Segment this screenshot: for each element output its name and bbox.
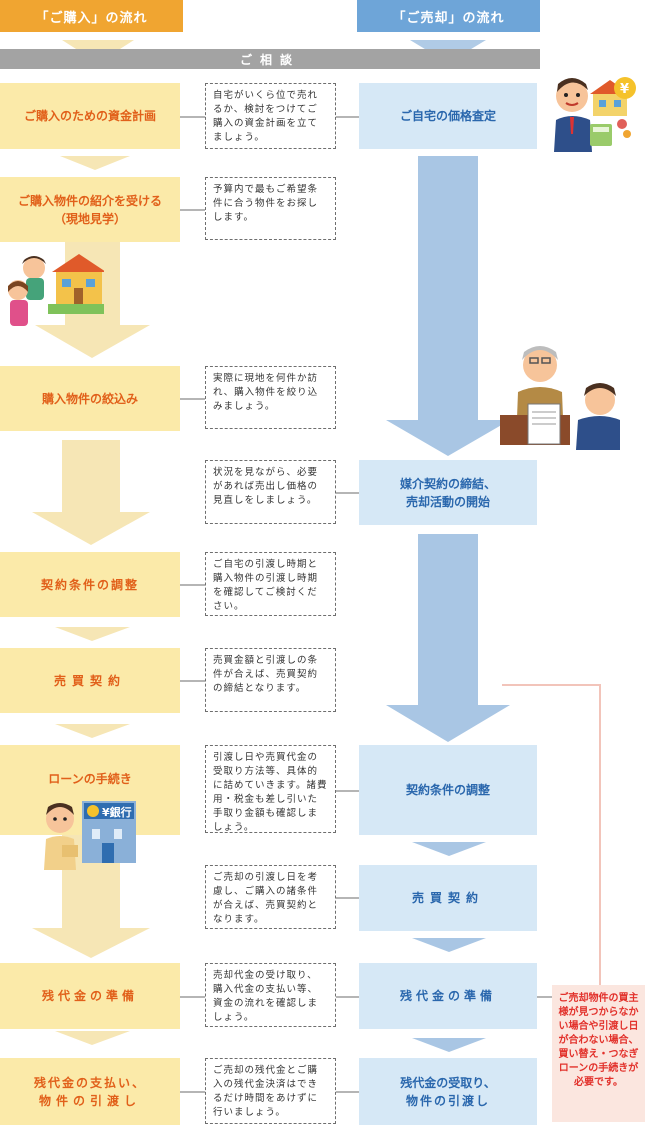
- buy-step-label: 残代金の準備: [41, 989, 138, 1003]
- sell-step-label: 残代金の準備: [399, 989, 496, 1003]
- connector: [336, 1091, 359, 1093]
- buy-arrow-1: [60, 156, 130, 170]
- connector: [336, 116, 359, 118]
- sell-step-sub: 物件の引渡し: [405, 1093, 490, 1108]
- note-funding-plan: 自宅がいくら位で売れるか、検討をつけてご購入の資金計画を立てましょう。: [205, 83, 336, 149]
- note-property-search: 予算内で最もご希望条件に合う物件をお探しします。: [205, 177, 336, 240]
- side-note-connector: [502, 684, 601, 985]
- buy-arrow-7: [55, 1031, 130, 1045]
- sell-arrow-1: [386, 156, 510, 456]
- note-contract: 売買金額と引渡しの条件が合えば、売買契約の締結となります。: [205, 648, 336, 712]
- buy-flow-header: 「ご購入」の流れ: [0, 0, 183, 32]
- note-settlement: ご売却の残代金とご購入の残代金決済はできるだけ時間をあけずに行いましょう。: [205, 1058, 336, 1124]
- buy-step-label: ローンの手続き: [48, 772, 132, 786]
- sell-arrow-2: [386, 534, 510, 742]
- appraiser-illustration: ¥: [554, 77, 636, 152]
- buy-step-conditions: 契約条件の調整: [0, 552, 180, 617]
- sell-step-receipt-handover: 残代金の受取り、 物件の引渡し: [359, 1058, 537, 1125]
- buy-step-property-intro: ご購入物件の紹介を受ける （現地見学）: [0, 177, 180, 242]
- sell-flow-header: 「ご売却」の流れ: [357, 0, 540, 32]
- connector: [180, 398, 205, 400]
- buy-arrow-6: [32, 835, 150, 958]
- note-details: 引渡し日や売買代金の受取り方法等、具体的に詰めていきます。諸費用・税金も差し引い…: [205, 745, 336, 833]
- buy-step-funding-plan: ご購入のための資金計画: [0, 83, 180, 149]
- connector: [336, 492, 359, 494]
- buy-step-label: 残代金の支払い、: [33, 1075, 146, 1090]
- connector: [180, 996, 205, 998]
- buy-step-narrow-down: 購入物件の絞込み: [0, 366, 180, 431]
- bank-sign: ¥銀行: [102, 805, 132, 819]
- family-house-illustration: [8, 254, 104, 326]
- sell-step-sub: 売却活動の開始: [405, 494, 490, 509]
- sell-step-brokerage: 媒介契約の締結、 売却活動の開始: [359, 460, 537, 525]
- buy-step-balance-prep: 残代金の準備: [0, 963, 180, 1029]
- note-handover-timing: ご自宅の引渡し時期と購入物件の引渡し時期を確認してご検討ください。: [205, 552, 336, 616]
- buy-step-label: 購入物件の絞込み: [41, 391, 138, 406]
- buy-arrow-3: [32, 440, 150, 545]
- sell-step-label: 残代金の受取り、: [400, 1075, 496, 1090]
- buy-step-label: 売買契約: [53, 673, 126, 688]
- buy-step-sale-contract: 売買契約: [0, 648, 180, 713]
- connector: [180, 1091, 205, 1093]
- sell-step-conditions: 契約条件の調整: [359, 745, 537, 835]
- note-narrow-down: 実際に現地を何件か訪れ、購入物件を絞り込みましょう。: [205, 366, 336, 429]
- sell-step-label: ご自宅の価格査定: [399, 109, 496, 123]
- bank-visit-illustration: ¥銀行: [44, 801, 136, 870]
- buy-arrow-5: [55, 724, 130, 738]
- buy-step-sub: （現地見学）: [53, 211, 126, 226]
- side-note-bridge-loan: ご売却物件の買主様が見つからなかい場合や引渡し日が合わない場合、買い替え・つなぎ…: [552, 985, 645, 1122]
- sell-arrow-3: [412, 842, 486, 856]
- buy-step-label: ご購入物件の紹介を受ける: [17, 193, 162, 208]
- sell-arrow-5: [412, 1038, 486, 1052]
- connector: [336, 897, 359, 899]
- sell-step-label: 媒介契約の締結、: [399, 476, 496, 491]
- sell-arrow-4: [412, 938, 486, 952]
- sell-step-label: 売買契約: [411, 891, 484, 905]
- note-money-flow: 売却代金の受け取り、購入代金の支払い等、資金の流れを確認しましょう。: [205, 963, 336, 1027]
- buy-step-label: ご購入のための資金計画: [23, 109, 156, 123]
- buy-step-label: 契約条件の調整: [40, 577, 139, 592]
- sell-step-balance-prep: 残代金の準備: [359, 963, 537, 1029]
- consultation-bar: ご相談: [0, 49, 540, 69]
- buy-arrow-4: [55, 627, 130, 641]
- note-price-review: 状況を見ながら、必要があれば売出し価格の見直しをしましょう。: [205, 460, 336, 524]
- buy-step-sub: 物件の引渡し: [38, 1093, 141, 1108]
- connector: [180, 584, 205, 586]
- connector: [180, 116, 205, 118]
- sell-step-appraisal: ご自宅の価格査定: [359, 83, 537, 149]
- sell-step-sale-contract: 売買契約: [359, 865, 537, 931]
- connector: [336, 996, 359, 998]
- connector: [336, 790, 359, 792]
- svg-text:¥: ¥: [620, 82, 629, 97]
- contract-signing-illustration: [500, 346, 620, 450]
- note-purchase-contract: ご売却の引渡し日を考慮し、ご購入の諸条件が合えば、売買契約となります。: [205, 865, 336, 929]
- connector: [180, 209, 205, 211]
- buy-step-payment-handover: 残代金の支払い、 物件の引渡し: [0, 1058, 180, 1125]
- connector: [180, 680, 205, 682]
- sell-step-label: 契約条件の調整: [405, 783, 490, 797]
